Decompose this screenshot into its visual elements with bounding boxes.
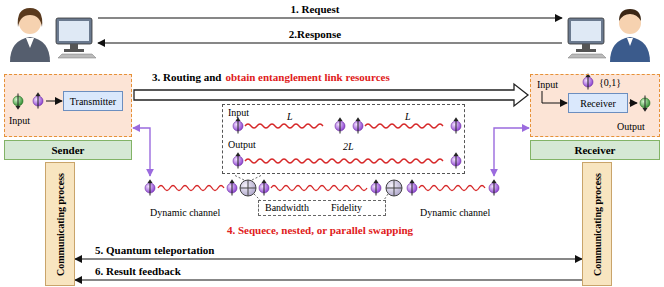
keyboard	[58, 54, 96, 58]
monitor-base	[576, 49, 596, 52]
input-arrow	[542, 91, 567, 103]
screen	[571, 21, 601, 41]
entanglement-waves	[158, 124, 485, 191]
input-arrow	[46, 101, 62, 102]
purple-qubit	[451, 117, 461, 133]
sender-region: Input Transmitter	[4, 74, 132, 137]
channel-label: Dynamic channel	[420, 207, 490, 218]
step-label: 3. Routing and	[152, 71, 221, 83]
hair	[619, 9, 641, 21]
wave	[245, 159, 443, 163]
purple-qubit	[227, 179, 237, 195]
process-band: Communicating process	[582, 162, 612, 286]
node-text: Input	[537, 79, 558, 90]
node-text: Communicating process	[55, 173, 66, 276]
process-arrow	[75, 279, 582, 280]
routing-arrow	[134, 84, 528, 106]
channel-link	[494, 128, 529, 176]
body	[10, 37, 50, 62]
swap-node	[240, 180, 256, 196]
purple-qubit	[335, 117, 345, 133]
wave	[271, 186, 367, 191]
collar	[26, 38, 34, 48]
receiver-ground	[530, 74, 660, 137]
purple-qubit	[259, 179, 269, 195]
process-band: Communicating process	[45, 162, 75, 286]
purple-qubit	[353, 117, 363, 133]
receiver-band: Receiver	[530, 140, 660, 160]
swap-node	[386, 180, 402, 196]
monitor-base	[64, 49, 84, 52]
node-text: L	[287, 111, 293, 122]
node-text: L	[405, 111, 411, 122]
monitor-stand	[70, 44, 78, 49]
wave	[245, 124, 323, 128]
collar	[627, 38, 633, 46]
purple-qubit	[407, 179, 417, 195]
monitor	[568, 18, 604, 44]
swap-inset-box: Input L L Output 2L	[222, 104, 465, 174]
purple-qubit	[33, 92, 43, 108]
step-label: 2.Response	[289, 28, 341, 40]
process-arrow	[75, 258, 582, 259]
monitor-stand	[582, 44, 590, 49]
wave	[419, 186, 485, 191]
response-arrow	[98, 42, 562, 43]
purple-qubit	[489, 179, 499, 195]
sender-band: Sender	[4, 140, 132, 160]
node-text: Bandwidth	[265, 202, 309, 213]
node-text: Input	[9, 115, 30, 126]
keyboard	[568, 54, 606, 58]
wave	[158, 186, 224, 191]
receiver-region: Input {0,1} Output Receiver	[530, 74, 660, 137]
sender-user-icon	[10, 8, 96, 62]
node-text: {0,1}	[599, 77, 621, 88]
screen	[59, 21, 89, 41]
purple-qubit	[451, 152, 461, 168]
node-text: Transmitter	[70, 96, 116, 107]
node-text: Communicating process	[592, 173, 603, 276]
body	[610, 37, 650, 62]
node-text: Receiver	[580, 98, 616, 109]
edge-label: 6. Result feedback	[95, 265, 181, 277]
node-text: Output	[617, 121, 645, 132]
step-label-highlight: obtain entanglement link resources	[225, 71, 389, 83]
step-label-highlight: 4. Sequece, nested, or parallel swapping	[227, 224, 413, 236]
receiver-box: Receiver	[568, 93, 628, 113]
step-label: 1. Request	[291, 3, 340, 15]
receiver-user-icon	[568, 9, 650, 62]
green-qubit	[13, 94, 23, 110]
channel-link	[133, 128, 150, 176]
zoom-leader	[234, 175, 262, 180]
channel-label: Dynamic channel	[150, 207, 220, 218]
green-qubit	[640, 96, 650, 112]
output-arrow	[629, 103, 637, 104]
node-text: Output	[228, 139, 256, 150]
node-text: Sender	[52, 144, 85, 156]
purple-qubit	[371, 179, 381, 195]
node-text: Input	[228, 107, 249, 118]
wave	[365, 124, 443, 128]
transmitter-box: Transmitter	[63, 91, 123, 111]
monitor	[56, 18, 92, 44]
purple-qubit	[145, 179, 155, 195]
request-arrow	[98, 17, 562, 18]
purple-qubit	[233, 117, 243, 133]
purple-qubit	[233, 152, 243, 168]
purple-qubit	[583, 73, 593, 89]
sender-ground	[4, 74, 132, 137]
node-text: Receiver	[575, 144, 616, 156]
node-text: Fidelity	[331, 202, 362, 213]
hair	[18, 8, 43, 27]
metric-box: Bandwidth Fidelity	[258, 200, 386, 216]
node-text: 2L	[343, 141, 354, 152]
edge-label: 5. Quantum teleportation	[95, 244, 214, 256]
